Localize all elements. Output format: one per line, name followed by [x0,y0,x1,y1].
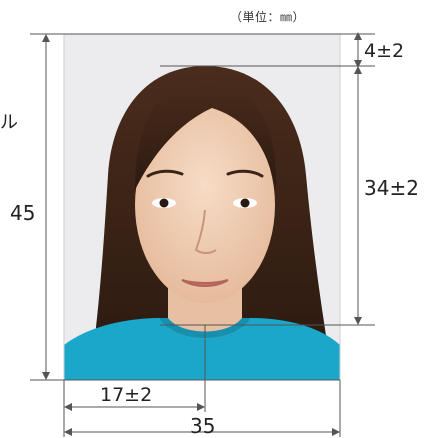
face-height-label: 34±2 [364,176,419,200]
height-label: 45 [10,201,36,225]
dimension-arrows [42,32,362,436]
half-width-label: 17±2 [100,384,153,406]
width-label: 35 [190,414,216,438]
cropped-glyph: ル [0,112,18,133]
shirt [64,318,340,380]
portrait-photo-icon [64,34,340,380]
face [135,107,275,303]
top-margin-label: 4±2 [364,40,405,62]
units-label: （単位：㎜） [230,10,306,24]
